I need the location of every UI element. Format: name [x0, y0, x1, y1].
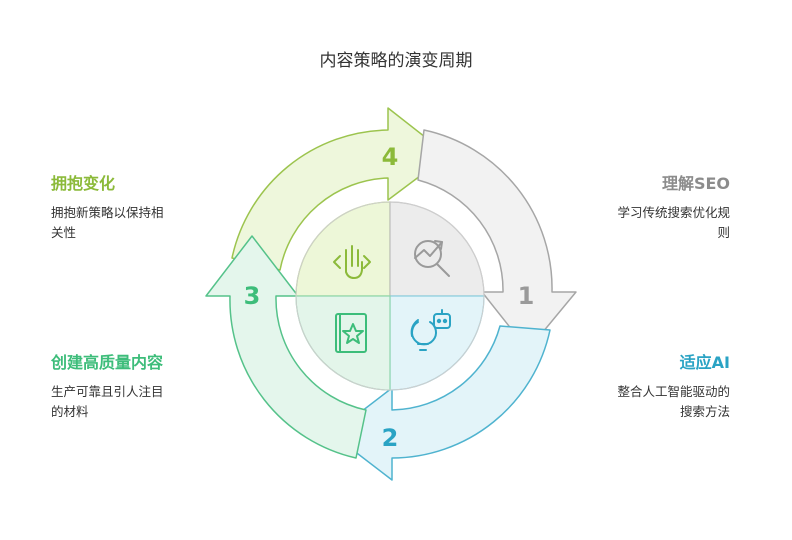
cycle-arrow-2	[331, 325, 551, 481]
step-number-3: 3	[244, 282, 261, 310]
step-1-desc: 学习传统搜索优化规 则	[580, 203, 730, 243]
step-3-title: 创建高质量内容	[51, 353, 164, 372]
star-book-icon	[335, 313, 367, 353]
step-1-desc-line1: 学习传统搜索优化规	[617, 205, 730, 220]
step-2-desc-line1: 整合人工智能驱动的	[617, 384, 730, 399]
cycle-arrow-3	[205, 235, 367, 459]
quadrant-3	[295, 295, 391, 391]
step-3-desc: 生产可靠且引人注目 的材料	[51, 382, 201, 422]
step-4-desc: 拥抱新策略以保持相 关性	[51, 203, 201, 243]
step-2-desc: 整合人工智能驱动的 搜索方法	[580, 382, 730, 422]
step-4-desc-line2: 关性	[51, 225, 77, 240]
step-2-desc-line2: 搜索方法	[679, 404, 730, 419]
step-4-desc-line1: 拥抱新策略以保持相	[51, 205, 164, 220]
step-number-2: 2	[382, 424, 399, 452]
step-number-1: 1	[518, 282, 535, 310]
bulb-robot-icon	[410, 309, 451, 351]
step-2-title: 适应AI	[679, 353, 730, 372]
search-chart-icon	[414, 240, 450, 277]
step-1-desc-line2: 则	[717, 225, 730, 240]
quadrant-4	[295, 201, 391, 297]
cycle-arrow-4	[231, 107, 449, 271]
step-4-title: 拥抱变化	[51, 174, 116, 193]
hand-swipe-icon	[333, 245, 371, 279]
step-3-desc-line2: 的材料	[51, 404, 89, 419]
step-3-desc-line1: 生产可靠且引人注目	[51, 384, 164, 399]
cycle-arrow-1	[417, 129, 577, 351]
step-1-title: 理解SEO	[661, 174, 730, 193]
step-number-4: 4	[382, 143, 399, 171]
diagram-title: 内容策略的演变周期	[319, 51, 473, 71]
quadrant-2	[389, 295, 485, 391]
